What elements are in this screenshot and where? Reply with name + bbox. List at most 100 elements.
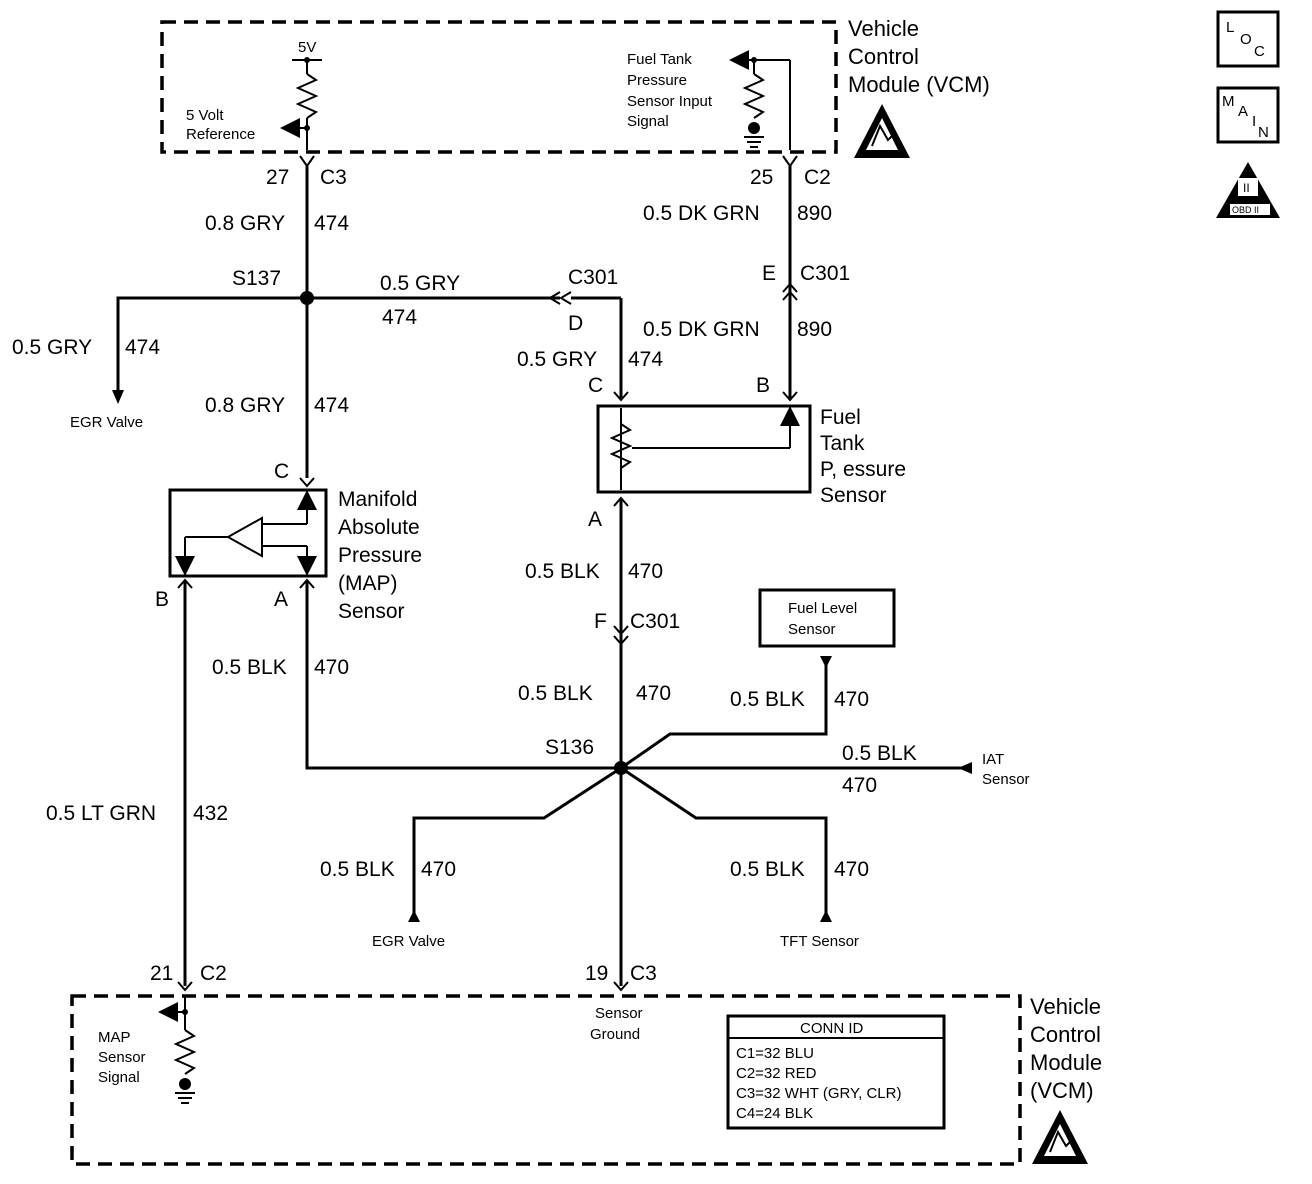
map-pin-b: B — [155, 588, 169, 611]
esd-warning-icon — [854, 104, 910, 158]
svg-text:II: II — [1243, 181, 1250, 195]
fuel-level-box — [758, 588, 896, 648]
map-sensor — [168, 488, 328, 578]
tft-label: TFT Sensor — [780, 933, 859, 950]
ref-label-1: 5 Volt — [186, 107, 224, 124]
w14-num: 470 — [421, 858, 456, 881]
w15-num: 470 — [834, 858, 869, 881]
obd-ii-icon: II OBD II — [1216, 162, 1280, 218]
fuel-level-label-1: Fuel Level — [788, 600, 857, 617]
egr-bottom-label: EGR Valve — [372, 933, 445, 950]
ref-resistor — [295, 73, 319, 119]
w11-color: 0.5 BLK — [730, 688, 805, 711]
conn-id-header: CONN ID — [800, 1020, 864, 1037]
vcm-bottom: Vehicle Control Module (VCM) MAP Sensor … — [70, 994, 1102, 1166]
w4-color: 0.5 DK GRN — [643, 318, 760, 341]
w6-color: 0.5 GRY — [517, 348, 597, 371]
conn-id-row-4: C4=24 BLK — [736, 1105, 813, 1122]
pin-21: 21 — [150, 962, 173, 985]
map-signal-2: Sensor — [98, 1049, 146, 1066]
svg-text:O: O — [1240, 31, 1252, 48]
wire-to-egr-bottom — [412, 766, 622, 918]
w1-color: 0.8 GRY — [205, 212, 285, 235]
w3-num: 474 — [382, 306, 417, 329]
wire-to-tft — [620, 766, 828, 918]
w2-color: 0.5 DK GRN — [643, 202, 760, 225]
map-signal-1: MAP — [98, 1029, 131, 1046]
w13-num: 432 — [193, 802, 228, 825]
ftp-pin-b: B — [756, 374, 770, 397]
w2-num: 890 — [797, 202, 832, 225]
sensor-ground-1: Sensor — [595, 1005, 643, 1022]
conn-id-row-3: C3=32 WHT (GRY, CLR) — [736, 1085, 901, 1102]
svg-text:C: C — [1254, 43, 1265, 60]
pin-19: 19 — [585, 962, 608, 985]
vcm-top: Vehicle Control Module (VCM) 5V 5 Volt R… — [160, 16, 990, 158]
w12-color: 0.5 BLK — [842, 742, 917, 765]
ftp-input-2: Pressure — [627, 72, 687, 89]
main-icon: M A I N — [1216, 86, 1280, 144]
ftp-potentiometer — [609, 423, 633, 469]
map-pin-c: C — [274, 460, 289, 483]
c301-f-pin: F — [594, 610, 607, 633]
w8-color: 0.5 BLK — [525, 560, 600, 583]
map-amplifier — [225, 516, 263, 558]
svg-text:N: N — [1258, 124, 1269, 141]
pin-25: 25 — [750, 166, 773, 189]
c301-d-pin: D — [568, 312, 583, 335]
wire-to-fuel-level — [620, 660, 828, 770]
conn-id-table: CONN ID C1=32 BLU C2=32 RED C3=32 WHT (G… — [726, 1014, 946, 1130]
vcm-top-boundary — [160, 20, 838, 154]
map-label-1: Manifold — [338, 488, 417, 511]
ftp-input-1: Fuel Tank — [627, 51, 692, 68]
svg-text:A: A — [1238, 103, 1248, 120]
w12-num: 470 — [842, 774, 877, 797]
map-signal-3: Signal — [98, 1069, 140, 1086]
c301-e-pin: E — [762, 262, 776, 285]
c301-f-name: C301 — [630, 610, 680, 633]
vcm-top-title-1: Vehicle — [848, 16, 919, 41]
w10-color: 0.5 BLK — [212, 656, 287, 679]
map-pin-a: A — [274, 588, 288, 611]
map-label-5: Sensor — [338, 600, 405, 623]
ftp-input-3: Sensor Input — [627, 93, 713, 110]
vcm-bottom-boundary — [70, 994, 1022, 1166]
map-label-2: Absolute — [338, 516, 420, 539]
w7-num: 474 — [314, 394, 349, 417]
s137-label: S137 — [232, 267, 281, 290]
ftp-input-resistor — [742, 73, 766, 119]
w4-num: 890 — [797, 318, 832, 341]
pin-27: 27 — [266, 166, 289, 189]
vcm-top-title-3: Module (VCM) — [848, 72, 990, 97]
ftp-label-4: Sensor — [820, 484, 887, 507]
svg-text:OBD II: OBD II — [1232, 205, 1259, 215]
ftp-input-4: Signal — [627, 113, 669, 130]
w6-num: 474 — [628, 348, 663, 371]
conn-c3-bottom: C3 — [630, 962, 657, 985]
w10-num: 470 — [314, 656, 349, 679]
s136-label: S136 — [545, 736, 594, 759]
sensor-ground-2: Ground — [590, 1026, 640, 1043]
conn-id-row-2: C2=32 RED — [736, 1065, 817, 1082]
iat-label-1: IAT — [982, 751, 1004, 768]
ftp-pin-a: A — [588, 508, 602, 531]
w1-num: 474 — [314, 212, 349, 235]
fuel-level-sensor: Fuel Level Sensor — [758, 588, 896, 648]
w9-color: 0.5 BLK — [518, 682, 593, 705]
wire-to-egr-top — [116, 296, 307, 396]
esd-warning-icon-bottom — [1032, 1110, 1088, 1164]
vcm-bottom-title-1: Vehicle — [1030, 994, 1101, 1019]
w14-color: 0.5 BLK — [320, 858, 395, 881]
5v-label: 5V — [298, 39, 316, 56]
conn-c3-top: C3 — [320, 166, 347, 189]
c301-d-name: C301 — [568, 266, 618, 289]
w9-num: 470 — [636, 682, 671, 705]
conn-id-row-1: C1=32 BLU — [736, 1045, 814, 1062]
ftp-label-2: Tank — [820, 432, 865, 455]
map-sensor-box — [168, 488, 328, 578]
fuel-level-label-2: Sensor — [788, 621, 836, 638]
iat-label-2: Sensor — [982, 771, 1030, 788]
vcm-bottom-title-4: (VCM) — [1030, 1078, 1094, 1103]
ftp-label-1: Fuel — [820, 406, 861, 429]
